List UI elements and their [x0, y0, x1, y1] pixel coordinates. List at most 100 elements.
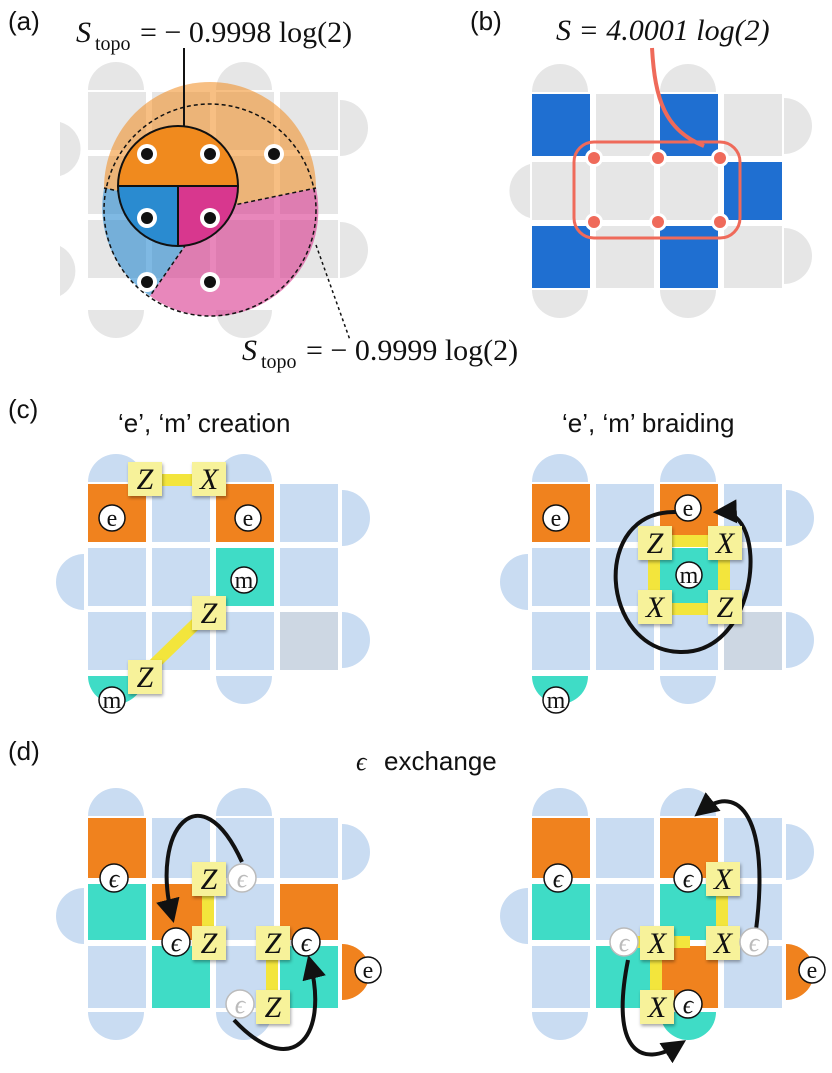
- svg-text:X: X: [715, 527, 736, 560]
- panel-b: (b) S = 4.0001 log(2): [470, 6, 812, 318]
- svg-text:Z: Z: [201, 927, 218, 960]
- anyon-eps-ghost-d3: ϵ: [609, 927, 639, 957]
- exchange-arrow-1: [156, 813, 244, 923]
- wilson-leader: [650, 47, 705, 148]
- svg-text:e: e: [107, 506, 118, 532]
- svg-text:m: m: [680, 563, 699, 589]
- svg-text:ϵ: ϵ: [683, 990, 695, 1019]
- op-z-7: Z: [192, 926, 226, 960]
- anyon-eps-ghost-d2: ϵ: [225, 989, 255, 1019]
- panel-b-eq: S = 4.0001 log(2): [556, 14, 770, 47]
- anyon-eps-d2: ϵ: [161, 927, 191, 957]
- exchange-arrow-3: [694, 792, 762, 931]
- svg-text:ϵ: ϵ: [749, 928, 761, 957]
- op-x-7: X: [640, 990, 674, 1024]
- svg-text:ϵ: ϵ: [171, 928, 183, 957]
- anyon-m-c2: m: [98, 686, 126, 714]
- op-z-1: Z: [128, 462, 162, 496]
- anyon-e-c3: e: [542, 504, 570, 532]
- svg-text:ϵ: ϵ: [301, 928, 313, 957]
- anyon-e-c1: e: [98, 504, 126, 532]
- svg-text:X: X: [647, 927, 668, 960]
- anyon-m-c4: m: [542, 686, 570, 714]
- panel-a-eq-top-sub: topo: [95, 33, 131, 55]
- anyon-eps-ghost-d4: ϵ: [739, 927, 769, 957]
- svg-text:Z: Z: [265, 991, 282, 1024]
- panel-d-title-text: exchange: [384, 746, 497, 776]
- svg-text:Z: Z: [717, 591, 734, 624]
- svg-text:e: e: [243, 506, 254, 532]
- op-x-2: X: [708, 526, 742, 560]
- anyon-e-c2: e: [234, 504, 262, 532]
- svg-text:e: e: [683, 496, 694, 522]
- anyon-eps-ghost-d1: ϵ: [227, 863, 257, 893]
- panel-a-eq-bottom-main: S: [242, 334, 257, 367]
- anyon-m-c1: m: [230, 566, 258, 594]
- svg-text:Z: Z: [137, 463, 154, 496]
- svg-text:e: e: [551, 506, 562, 532]
- svg-text:Z: Z: [647, 527, 664, 560]
- anyon-eps-d1: ϵ: [99, 863, 129, 893]
- panel-a-eq-top-main: S: [76, 16, 91, 49]
- op-x-3: X: [638, 590, 672, 624]
- braiding-arrow: [613, 499, 753, 655]
- op-z-2: Z: [192, 596, 226, 630]
- svg-text:X: X: [713, 863, 734, 896]
- svg-text:Z: Z: [137, 661, 154, 694]
- panel-c-right-title: ‘e’, ‘m’ braiding: [562, 408, 734, 438]
- panel-d-title-symbol: ϵ: [356, 747, 368, 776]
- entanglement-regions: [102, 48, 351, 341]
- op-z-4: Z: [638, 526, 672, 560]
- svg-text:ϵ: ϵ: [553, 864, 565, 893]
- svg-text:X: X: [645, 591, 666, 624]
- op-x-6: X: [706, 926, 740, 960]
- panel-a: (a) S topo = − 0.9998 log(2): [8, 6, 518, 373]
- op-z-9: Z: [256, 990, 290, 1024]
- op-z-5: Z: [708, 590, 742, 624]
- panel-d-label: (d): [8, 736, 40, 766]
- anyon-eps-d5: ϵ: [673, 863, 703, 893]
- svg-text:e: e: [363, 958, 374, 984]
- svg-text:ϵ: ϵ: [619, 928, 631, 957]
- svg-text:e: e: [807, 958, 818, 984]
- panel-c-label: (c): [8, 394, 38, 424]
- op-z-8: Z: [256, 926, 290, 960]
- anyon-eps-d6: ϵ: [673, 989, 703, 1019]
- panel-d: (d) ϵ exchange: [8, 736, 826, 1064]
- svg-text:Z: Z: [265, 927, 282, 960]
- vertex-dots-a: [137, 144, 284, 292]
- svg-text:Z: Z: [201, 597, 218, 630]
- anyon-eps-d4: ϵ: [543, 863, 573, 893]
- exchange-arrow-4: [620, 959, 687, 1064]
- region-a-outer-pink: [150, 188, 319, 317]
- svg-text:m: m: [103, 688, 122, 714]
- panel-a-eq-bottom-sub: topo: [261, 351, 297, 373]
- svg-text:X: X: [647, 991, 668, 1024]
- panel-b-label: (b): [470, 6, 502, 36]
- vertex-dots-b: [585, 149, 729, 231]
- panel-a-label: (a): [8, 6, 40, 36]
- svg-text:m: m: [547, 688, 566, 714]
- svg-text:m: m: [235, 568, 254, 594]
- panel-c-left-title: ‘e’, ‘m’ creation: [118, 408, 290, 438]
- panel-a-eq-bottom-rest: = − 0.9999 log(2): [306, 334, 518, 367]
- anyon-e-c4: e: [674, 494, 702, 522]
- op-x-1: X: [192, 462, 226, 496]
- leader-line-bottom: [315, 244, 351, 341]
- exchange-arrow-2: [232, 955, 326, 1051]
- svg-text:X: X: [199, 463, 220, 496]
- op-z-6: Z: [192, 862, 226, 896]
- op-x-5: X: [640, 926, 674, 960]
- region-a-inner-orange: [118, 126, 238, 186]
- lattice-b: [509, 64, 812, 318]
- anyon-e-d1: e: [354, 956, 382, 984]
- svg-text:Z: Z: [201, 863, 218, 896]
- op-z-3: Z: [128, 660, 162, 694]
- svg-text:X: X: [713, 927, 734, 960]
- svg-text:ϵ: ϵ: [237, 864, 249, 893]
- anyon-m-c3: m: [675, 561, 703, 589]
- anyon-eps-d3: ϵ: [291, 927, 321, 957]
- svg-text:ϵ: ϵ: [683, 864, 695, 893]
- string-braid-loop: [648, 535, 730, 615]
